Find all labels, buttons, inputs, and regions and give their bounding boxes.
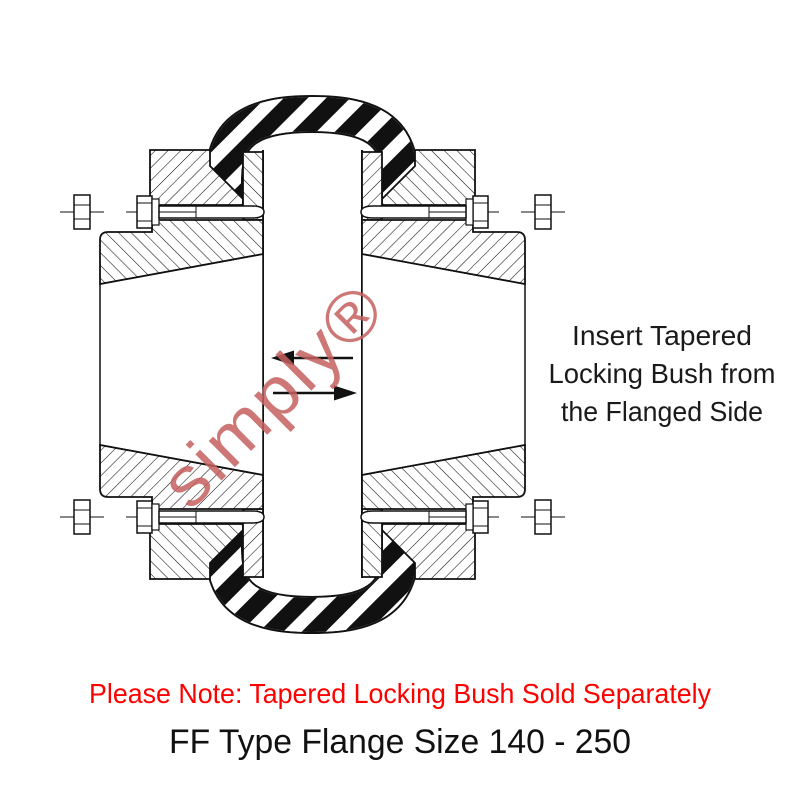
tapered-bore-right	[361, 253, 526, 476]
side-note-line-2: Locking Bush from	[549, 358, 776, 389]
side-note-line-3: the Flanged Side	[561, 396, 763, 427]
diagram-title: FF Type Flange Size 140 - 250	[169, 723, 631, 761]
direction-arrow-left	[271, 350, 353, 366]
bottom-note: Please Note: Tapered Locking Bush Sold S…	[89, 678, 711, 709]
side-note-line-1: Insert Tapered	[572, 320, 752, 351]
direction-arrow-right	[273, 385, 357, 401]
tyre-top	[205, 94, 419, 210]
tyre-bottom	[205, 519, 419, 635]
side-note: Insert Tapered Locking Bush from the Fla…	[549, 320, 776, 427]
